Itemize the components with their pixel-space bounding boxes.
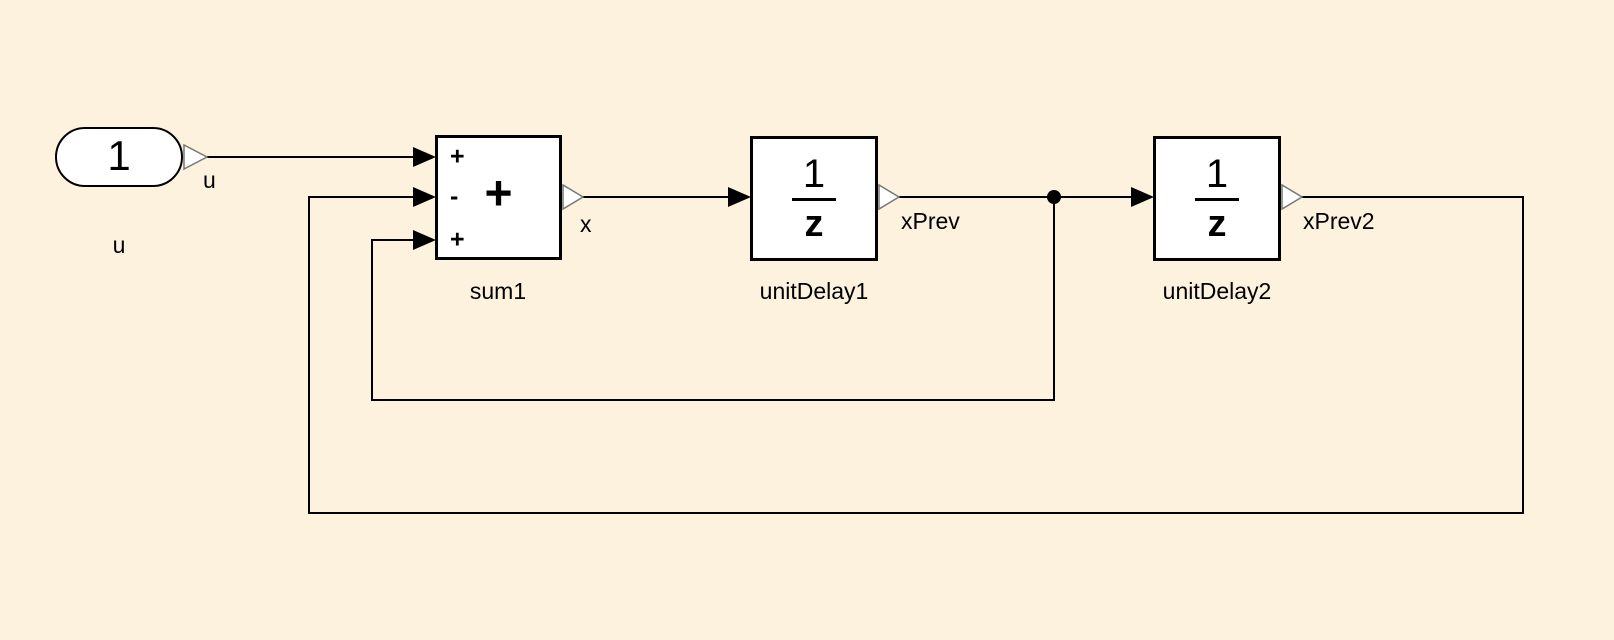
delay1-denominator: z xyxy=(804,203,824,245)
sum-block-sum1[interactable]: + - + + xyxy=(435,135,562,260)
unit-delay-block-unitdelay2[interactable]: 1 z xyxy=(1153,136,1281,261)
fraction-bar xyxy=(792,198,836,201)
sum-port-sign-1: + xyxy=(450,142,465,171)
input-arrowhead-icon xyxy=(413,230,436,250)
sum-port-sign-3: + xyxy=(450,225,465,254)
inport-port-number: 1 xyxy=(107,132,131,179)
delay-transfer-function: 1 z xyxy=(753,139,875,258)
fraction-bar xyxy=(1195,198,1239,201)
signal-label-u[interactable]: u xyxy=(203,167,216,193)
wire-x[interactable] xyxy=(583,187,751,207)
unitdelay1-block-name[interactable]: unitDelay1 xyxy=(759,278,869,304)
delay2-numerator: 1 xyxy=(1205,152,1229,196)
unitdelay2-output-port-triangle[interactable] xyxy=(1281,183,1304,211)
signal-label-x[interactable]: x xyxy=(580,211,592,237)
wire-u[interactable] xyxy=(207,147,436,167)
signal-label-xprev2[interactable]: xPrev2 xyxy=(1303,208,1375,234)
delay1-numerator: 1 xyxy=(802,152,826,196)
wire-xprev2-feedback[interactable] xyxy=(308,187,1524,514)
signal-label-xprev[interactable]: xPrev xyxy=(901,208,960,234)
inport-output-port-triangle[interactable] xyxy=(183,143,209,171)
input-arrowhead-icon xyxy=(413,187,436,207)
inport-block-u[interactable]: 1 xyxy=(55,127,183,187)
input-arrowhead-icon xyxy=(413,147,436,167)
unit-delay-block-unitdelay1[interactable]: 1 z xyxy=(750,136,878,261)
wire-xprev2-path xyxy=(308,196,1524,514)
sum1-block-name[interactable]: sum1 xyxy=(469,278,527,304)
delay2-denominator: z xyxy=(1207,203,1227,245)
wire-xprev[interactable] xyxy=(899,187,1154,207)
wire-xprev-feedback[interactable] xyxy=(371,197,1055,401)
unitdelay1-output-port-triangle[interactable] xyxy=(878,183,901,211)
delay-transfer-function: 1 z xyxy=(1156,139,1278,258)
sum1-output-port-triangle[interactable] xyxy=(562,183,585,211)
sum-port-sign-2: - xyxy=(450,182,459,211)
sum-operator-symbol: + xyxy=(484,167,513,221)
unitdelay2-block-name[interactable]: unitDelay2 xyxy=(1162,278,1272,304)
input-arrowhead-icon xyxy=(728,187,751,207)
inport-block-name[interactable]: u xyxy=(112,232,126,258)
input-arrowhead-icon xyxy=(1131,187,1154,207)
wire-xprev-feedback-path xyxy=(371,197,1055,401)
